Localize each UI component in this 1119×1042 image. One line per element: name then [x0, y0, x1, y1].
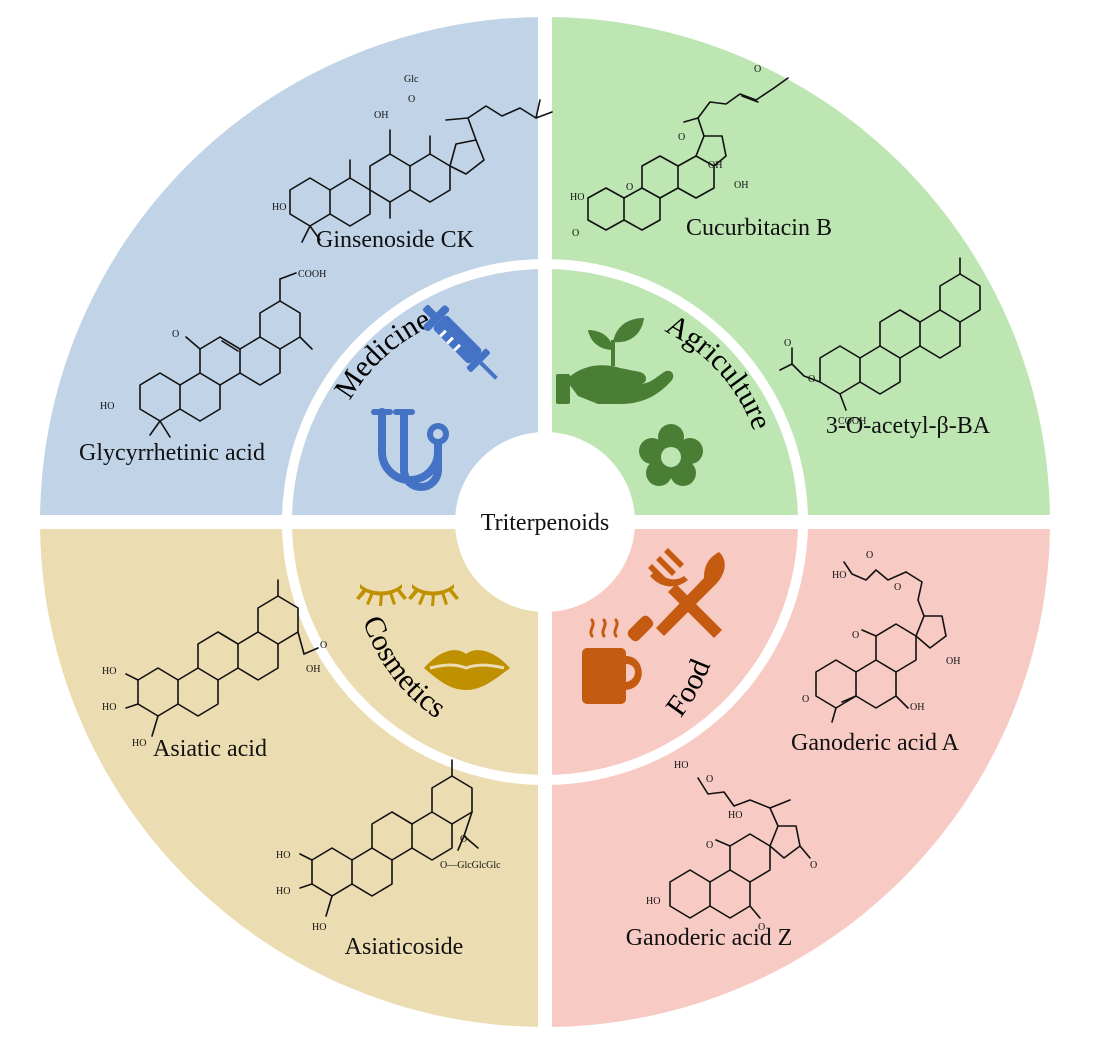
svg-text:O: O	[460, 834, 467, 845]
svg-text:O: O	[758, 922, 765, 933]
svg-text:HO: HO	[102, 702, 116, 713]
svg-text:HO: HO	[276, 850, 290, 861]
svg-text:COOH: COOH	[838, 416, 866, 427]
svg-text:OH: OH	[708, 160, 722, 171]
svg-text:O: O	[810, 860, 817, 871]
ganoderic-acid-z-label: Ganoderic acid Z	[626, 925, 793, 951]
asiatic-acid-label: Asiatic acid	[153, 736, 267, 762]
hand-plant-icon	[556, 318, 674, 404]
asiatic-acid-structure: HO HO HO O OH	[102, 579, 327, 749]
fork-knife-icon	[627, 548, 725, 642]
svg-text:HO: HO	[100, 401, 114, 412]
acetyl-bba-structure: O O COOH	[779, 257, 981, 427]
svg-text:HO: HO	[102, 666, 116, 677]
svg-text:O: O	[172, 329, 179, 340]
svg-text:O: O	[706, 840, 713, 851]
ganoderic-acid-a-structure: HO O O O O OH OH	[802, 550, 960, 723]
svg-text:OH: OH	[734, 180, 748, 191]
ginsenoside-ck-structure: Glc O OH HO	[272, 74, 553, 243]
acetyl-bba-label: 3-O-acetyl-β-BA	[826, 413, 991, 439]
svg-text:HO: HO	[674, 760, 688, 771]
lips-icon	[424, 650, 510, 690]
asiaticoside-structure: HO HO HO O O—GlcGlcGlc	[276, 759, 501, 933]
svg-text:O: O	[706, 774, 713, 785]
coffee-cup-icon	[582, 618, 642, 704]
svg-text:Glc: Glc	[404, 74, 419, 85]
eyelashes-icon	[356, 584, 459, 606]
svg-text:HO: HO	[272, 202, 286, 213]
svg-text:O: O	[626, 182, 633, 193]
svg-text:O: O	[408, 94, 415, 105]
svg-text:HO: HO	[276, 886, 290, 897]
asiaticoside-label: Asiaticoside	[345, 934, 464, 960]
svg-text:HO: HO	[132, 738, 146, 749]
stethoscope-icon	[371, 408, 449, 491]
svg-text:O: O	[894, 582, 901, 593]
svg-text:OH: OH	[306, 664, 320, 675]
svg-text:O: O	[572, 228, 579, 239]
svg-text:OH: OH	[946, 656, 960, 667]
svg-text:HO: HO	[312, 922, 326, 933]
svg-text:O: O	[678, 132, 685, 143]
svg-text:HO: HO	[570, 192, 584, 203]
svg-text:COOH: COOH	[298, 269, 326, 280]
glycyrrhetinic-acid-structure: COOH O HO	[100, 269, 326, 438]
svg-text:O—GlcGlcGlc: O—GlcGlcGlc	[440, 860, 501, 871]
svg-text:O: O	[852, 630, 859, 641]
center-label: Triterpenoids	[481, 510, 609, 536]
svg-text:OH: OH	[374, 110, 388, 121]
svg-text:HO: HO	[646, 896, 660, 907]
svg-text:OH: OH	[910, 702, 924, 713]
svg-text:O: O	[866, 550, 873, 561]
svg-text:O: O	[754, 64, 761, 75]
ginsenoside-ck-label: Ginsenoside CK	[316, 227, 475, 253]
cucurbitacin-b-label: Cucurbitacin B	[686, 215, 832, 241]
cucurbitacin-b-structure: O O O OH OH HO O	[570, 64, 789, 239]
svg-text:O: O	[802, 694, 809, 705]
flower-icon	[639, 424, 703, 486]
ganoderic-acid-a-label: Ganoderic acid A	[791, 730, 960, 756]
svg-text:HO: HO	[728, 810, 742, 821]
svg-text:O: O	[320, 640, 327, 651]
svg-text:O: O	[808, 374, 815, 385]
glycyrrhetinic-acid-label: Glycyrrhetinic acid	[79, 440, 265, 466]
syringe-icon	[422, 304, 498, 380]
svg-text:HO: HO	[832, 570, 846, 581]
center-circle	[455, 432, 635, 612]
svg-text:O: O	[784, 338, 791, 349]
ganoderic-acid-z-structure: HO O HO O O O HO	[646, 760, 817, 933]
